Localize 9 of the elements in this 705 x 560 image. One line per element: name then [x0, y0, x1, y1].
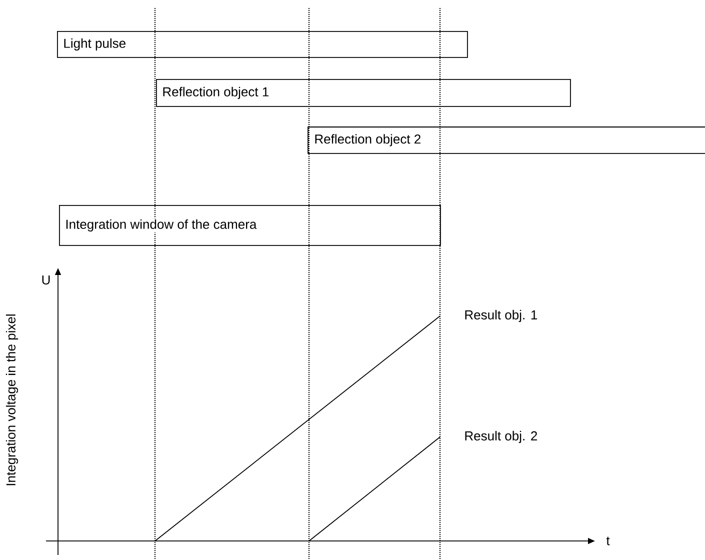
- timing-bar: Reflection object 1: [156, 79, 571, 107]
- line-label: Result obj. 2: [465, 430, 537, 444]
- timing-bar: Light pulse: [57, 31, 468, 58]
- axis-label: t: [606, 536, 610, 546]
- timing-bar: Integration window of the camera: [59, 205, 441, 246]
- timing-bar: Reflection object 2: [308, 126, 705, 154]
- line-label: Result obj. 1: [465, 310, 538, 322]
- axis-label: U: [42, 275, 50, 285]
- axis-label: Integration voltage in the pixel: [6, 314, 18, 486]
